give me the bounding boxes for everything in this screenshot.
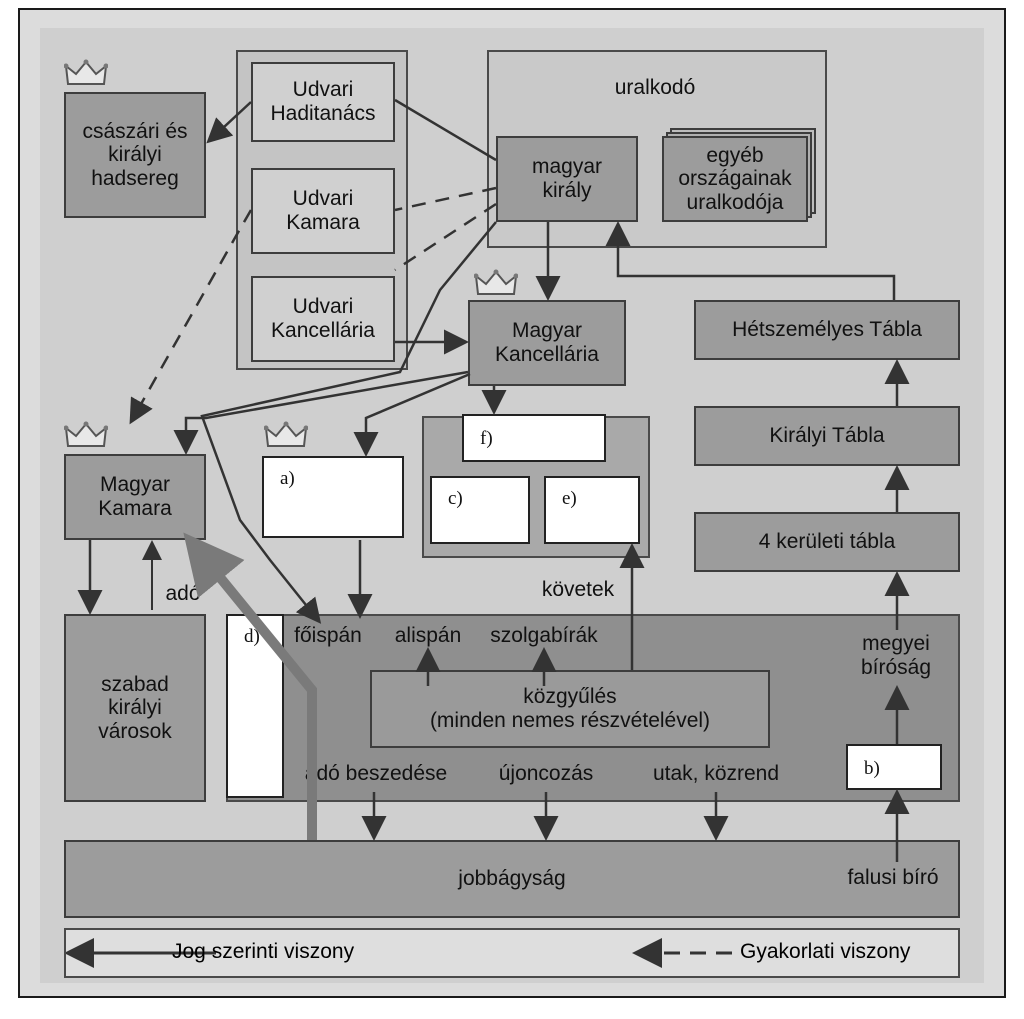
ruler-label: uralkodó — [614, 76, 696, 99]
dashed-king-to-court-chamber — [394, 186, 497, 212]
arrow-chancellery-to-a — [353, 372, 471, 457]
court-chamber-box: Udvari Kamara — [251, 168, 395, 254]
hungarian-chamber-box: Magyar Kamara — [64, 454, 206, 540]
recruitment-label: újoncozás — [498, 762, 594, 785]
blank-e[interactable]: e) — [544, 476, 640, 544]
crown-icon — [64, 59, 108, 85]
septemviral-table-box: Hétszemélyes Tábla — [694, 300, 960, 360]
court-chancellery-box: Udvari Kancellária — [251, 276, 395, 362]
hungarian-chancellery-box: Magyar Kancellária — [468, 300, 626, 386]
assembly-box: közgyűlés (minden nemes részvételével) — [370, 670, 770, 748]
line-king-to-war-council — [394, 98, 497, 162]
court-war-council-box: Udvari Haditanács — [251, 62, 395, 142]
crown-icon — [474, 269, 518, 295]
arrow-chancellery-to-chamber — [173, 370, 469, 455]
arrow-king-to-foispan — [200, 221, 497, 624]
county-court-label: megyei bíróság — [860, 632, 932, 679]
blank-a[interactable]: a) — [262, 456, 404, 538]
crown-icon — [264, 421, 308, 447]
other-realms-ruler-box: egyéb országainak uralkodója — [662, 136, 808, 222]
district-table-box: 4 kerületi tábla — [694, 512, 960, 572]
legend-solid-label: Jog szerinti viszony — [172, 940, 355, 963]
arrow-war-council-to-army — [206, 101, 252, 144]
magistrates-label: szolgabírák — [490, 624, 598, 647]
vice-lieutenant-label: alispán — [394, 624, 462, 647]
serfs-box: jobbágyság — [64, 840, 960, 918]
village-judge-label: falusi bíró — [828, 866, 958, 890]
arrow-septemviral-to-ruler — [605, 221, 896, 300]
dashed-court-chamber-to-hu-chamber — [129, 209, 253, 425]
lord-lieutenant-label: főispán — [294, 624, 362, 647]
imperial-army-box: császári és királyi hadsereg — [64, 92, 206, 218]
royal-table-box: Királyi Tábla — [694, 406, 960, 466]
envoys-label: követek — [541, 578, 615, 601]
legend: Jog szerinti viszony Gyakorlati viszony — [64, 928, 960, 978]
blank-f[interactable]: f) — [462, 414, 606, 462]
blank-c[interactable]: c) — [430, 476, 530, 544]
hungarian-king-box: magyar király — [496, 136, 638, 222]
dashed-king-to-court-chancellery — [394, 202, 497, 272]
free-royal-towns-box: szabad királyi városok — [64, 614, 206, 802]
legend-dashed-label: Gyakorlati viszony — [740, 940, 911, 963]
thick-arrow-serfs-to-chamber — [183, 532, 317, 840]
roads-order-label: utak, közrend — [652, 762, 780, 785]
blank-b[interactable]: b) — [846, 744, 942, 790]
crown-icon — [64, 421, 108, 447]
